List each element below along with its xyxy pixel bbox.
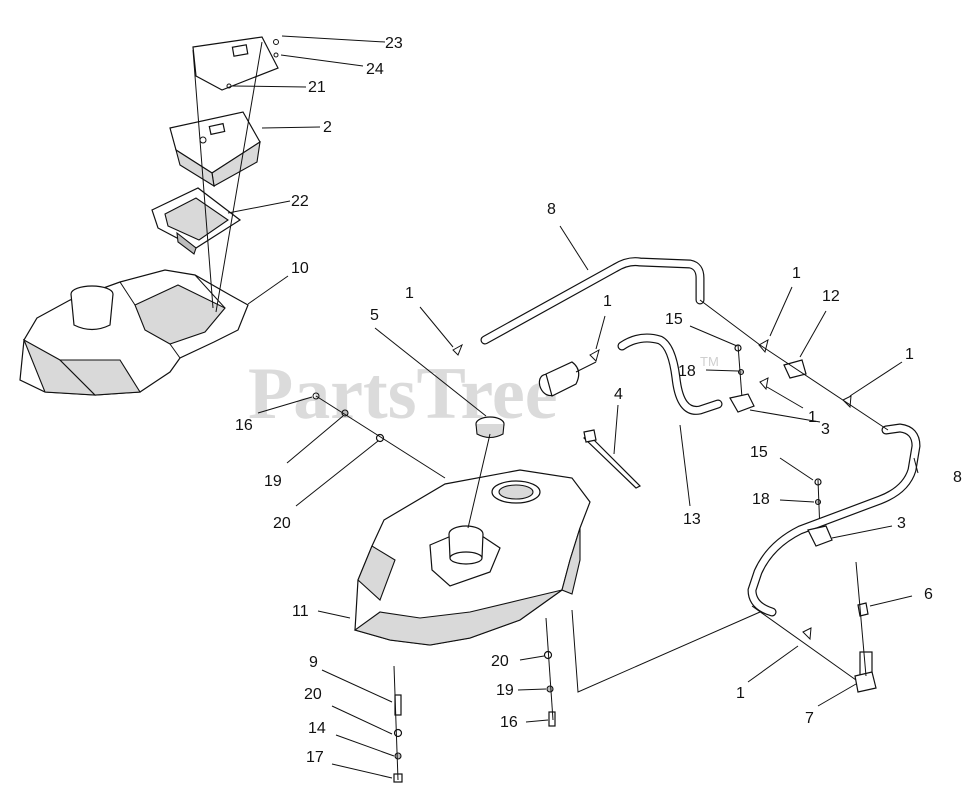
callout-1-d: 1 [905,346,914,363]
callout-6: 6 [924,586,933,603]
callout-16-a: 16 [235,417,253,434]
callout-22: 22 [291,193,309,210]
callout-1-a: 1 [792,265,801,282]
callout-14: 14 [308,720,326,737]
callout-1-e: 1 [808,409,817,426]
callout-20-a: 20 [273,515,291,532]
callout-13: 13 [683,511,701,528]
fuel-filter [538,361,597,397]
callout-8-lower: 8 [953,469,962,486]
callout-16-b: 16 [500,714,518,731]
callout-23: 23 [385,35,403,52]
callout-17: 17 [306,749,324,766]
shutoff-valve [854,602,877,693]
callout-3-b: 3 [897,515,906,532]
callout-1-c: 1 [603,293,612,310]
watermark-trademark: TM [700,354,719,369]
cover-plate [192,36,279,91]
tube-clamps [729,359,833,547]
upper-housing [19,269,249,396]
callout-8-upper: 8 [547,201,556,218]
callout-1-b: 1 [405,285,414,302]
fuel-line-13 [617,333,723,415]
callout-24: 24 [366,61,384,78]
fuel-cap [475,416,505,439]
hose-clips [452,339,852,641]
callout-20-c: 20 [304,686,322,703]
callout-15-a: 15 [665,311,683,328]
callout-7: 7 [805,710,814,727]
callout-3-a: 3 [821,421,830,438]
callout-9: 9 [309,654,318,671]
callout-leaders [257,225,919,779]
callout-10: 10 [291,260,309,277]
callout-11: 11 [292,603,309,620]
panel-bracket [151,187,242,255]
callout-1-f: 1 [736,685,745,702]
callout-15-b: 15 [750,444,768,461]
watermark-text: PartsTree [248,353,558,435]
callout-18-a: 18 [678,363,696,380]
callout-19-b: 19 [496,682,514,699]
callout-2: 2 [323,119,332,136]
control-panel [169,111,261,188]
fuel-line-lower [747,423,921,617]
callout-labels: 23 24 21 2 22 10 8 1 12 1 1 1 5 15 18 1 … [235,35,962,766]
callout-5: 5 [370,307,379,324]
fuel-tank [353,469,591,646]
callout-20-b: 20 [491,653,509,670]
fuel-line-upper [480,257,705,345]
callout-4: 4 [614,386,623,403]
cable-tie [583,429,642,489]
callout-18-b: 18 [752,491,770,508]
callout-12: 12 [822,288,840,305]
callout-21: 21 [308,79,326,96]
callout-19-a: 19 [264,473,282,490]
